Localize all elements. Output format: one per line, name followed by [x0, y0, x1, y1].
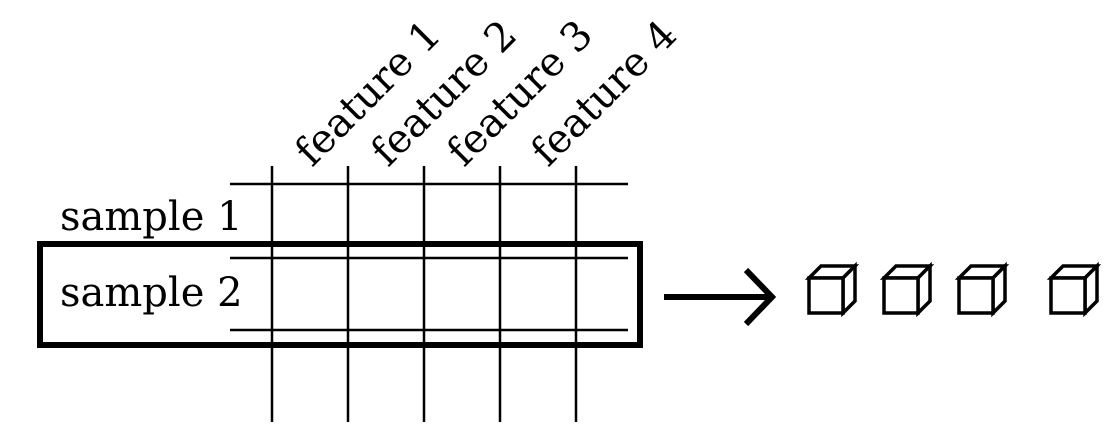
cube-icon	[879, 261, 935, 318]
arrow-icon	[664, 267, 777, 327]
sample-label-1: sample 1	[60, 194, 243, 240]
cube-icon	[954, 261, 1010, 318]
selected-row-highlight	[37, 241, 643, 348]
cube-vector	[804, 261, 1102, 318]
data-grid	[230, 166, 628, 422]
sample-label-2: sample 2	[60, 270, 243, 316]
cube-icon	[1046, 261, 1102, 318]
cube-icon	[804, 261, 860, 318]
